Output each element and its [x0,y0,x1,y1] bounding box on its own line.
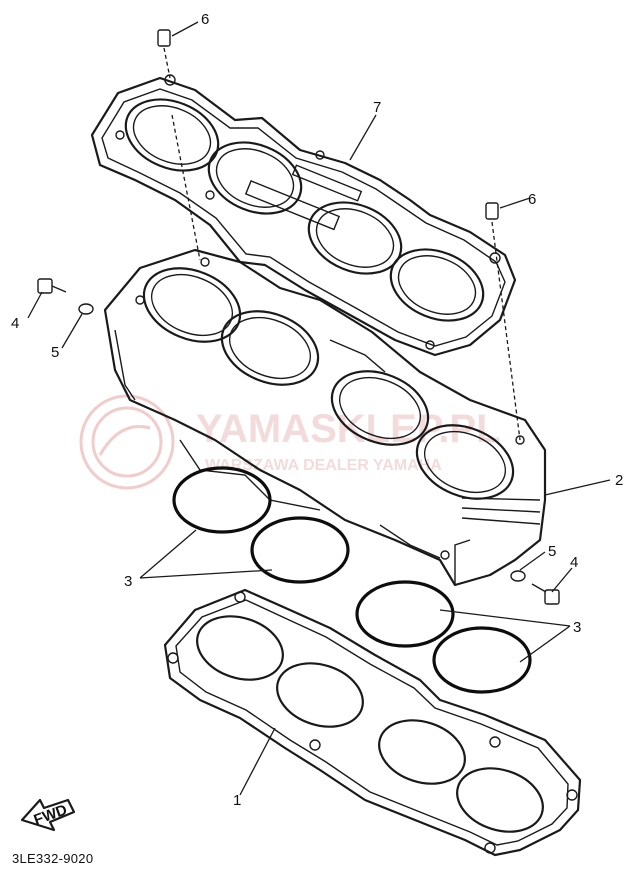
leader-lines [27,21,611,796]
callout-4-left: 4 [11,315,19,332]
watermark: YAMASKLEP.PL WARSZAWA DEALER YAMAHA [79,394,501,490]
part-code: 3LE332-9020 [12,851,94,866]
callout-6-right: 6 [528,191,536,208]
washer-right [510,570,526,582]
callout-3-right: 3 [573,619,581,636]
bolt-right [531,583,560,605]
head-gasket [90,74,517,357]
callout-6-top: 6 [201,11,209,28]
callout-5-left: 5 [51,344,59,361]
callout-7: 7 [373,99,381,116]
washer-left [78,303,94,315]
callout-5-right: 5 [548,543,556,560]
callout-2: 2 [615,472,623,489]
dowel-pin-right [485,202,521,441]
base-gasket [163,588,582,857]
cylinder-block [103,248,547,587]
alignment-line [171,114,201,261]
callout-4-right: 4 [570,554,578,571]
o-rings [172,466,532,694]
dowel-pin-left [157,29,171,79]
callout-3-left: 3 [124,573,132,590]
watermark-subtext: WARSZAWA DEALER YAMAHA [205,457,442,474]
bolt-left [37,278,67,294]
callout-1: 1 [233,792,241,809]
fwd-arrow-icon: FWD [20,798,76,832]
